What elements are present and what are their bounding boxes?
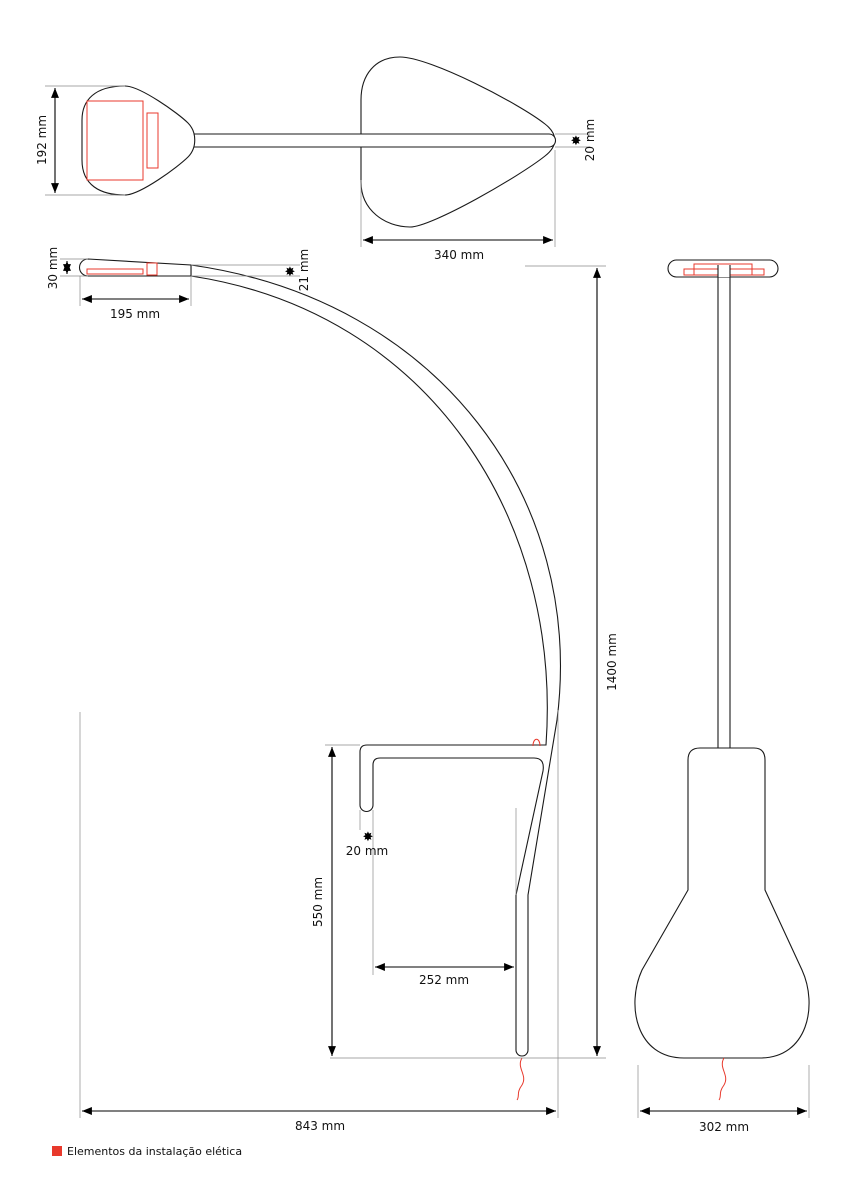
dim-head-width: 192 mm bbox=[35, 115, 49, 165]
top-view: 192 mm ✸ 20 mm 340 mm bbox=[35, 56, 597, 262]
legend: Elementos da instalação elética bbox=[52, 1145, 242, 1158]
small-dimension-star-icon: ✸ bbox=[363, 830, 374, 845]
dim-head-length: 195 mm bbox=[110, 307, 160, 321]
dim-base-width: 302 mm bbox=[699, 1120, 749, 1134]
dim-arm-thickness: 21 mm bbox=[297, 249, 311, 291]
dim-total-height: 1400 mm bbox=[605, 633, 619, 691]
small-dimension-star-icon: ✸ bbox=[285, 265, 296, 280]
arm-side-outline bbox=[190, 264, 561, 1057]
power-cord bbox=[516, 1057, 525, 1101]
electrical-element-rect bbox=[146, 262, 158, 276]
dim-bracket-rod: 20 mm bbox=[346, 844, 388, 858]
small-dimension-star-icon: ✸ bbox=[571, 134, 582, 149]
stem-front bbox=[717, 275, 731, 750]
electrical-element-rect bbox=[86, 268, 144, 275]
legend-swatch bbox=[52, 1146, 62, 1156]
dim-base-depth: 340 mm bbox=[434, 248, 484, 262]
electrical-element-rect bbox=[86, 100, 144, 181]
electrical-element-loop bbox=[532, 738, 541, 747]
front-view: 302 mm bbox=[634, 259, 810, 1134]
dim-rod-diameter: 20 mm bbox=[583, 119, 597, 161]
base-front-outline bbox=[634, 747, 810, 1059]
dim-head-thickness: 30 mm bbox=[46, 247, 60, 289]
rod-top bbox=[191, 133, 557, 148]
head-top-outline bbox=[81, 85, 196, 196]
power-cord bbox=[718, 1057, 727, 1101]
electrical-element-rect bbox=[146, 112, 159, 169]
dim-bracket-height: 550 mm bbox=[311, 877, 325, 927]
side-view: 30 mm ✸ 21 mm 195 mm 1400 mm 550 mm ✸ 20… bbox=[46, 247, 619, 1133]
dim-bracket-depth: 252 mm bbox=[419, 973, 469, 987]
head-side-outline bbox=[79, 258, 192, 277]
legend-label: Elementos da instalação elética bbox=[67, 1145, 242, 1158]
dim-total-width: 843 mm bbox=[295, 1119, 345, 1133]
